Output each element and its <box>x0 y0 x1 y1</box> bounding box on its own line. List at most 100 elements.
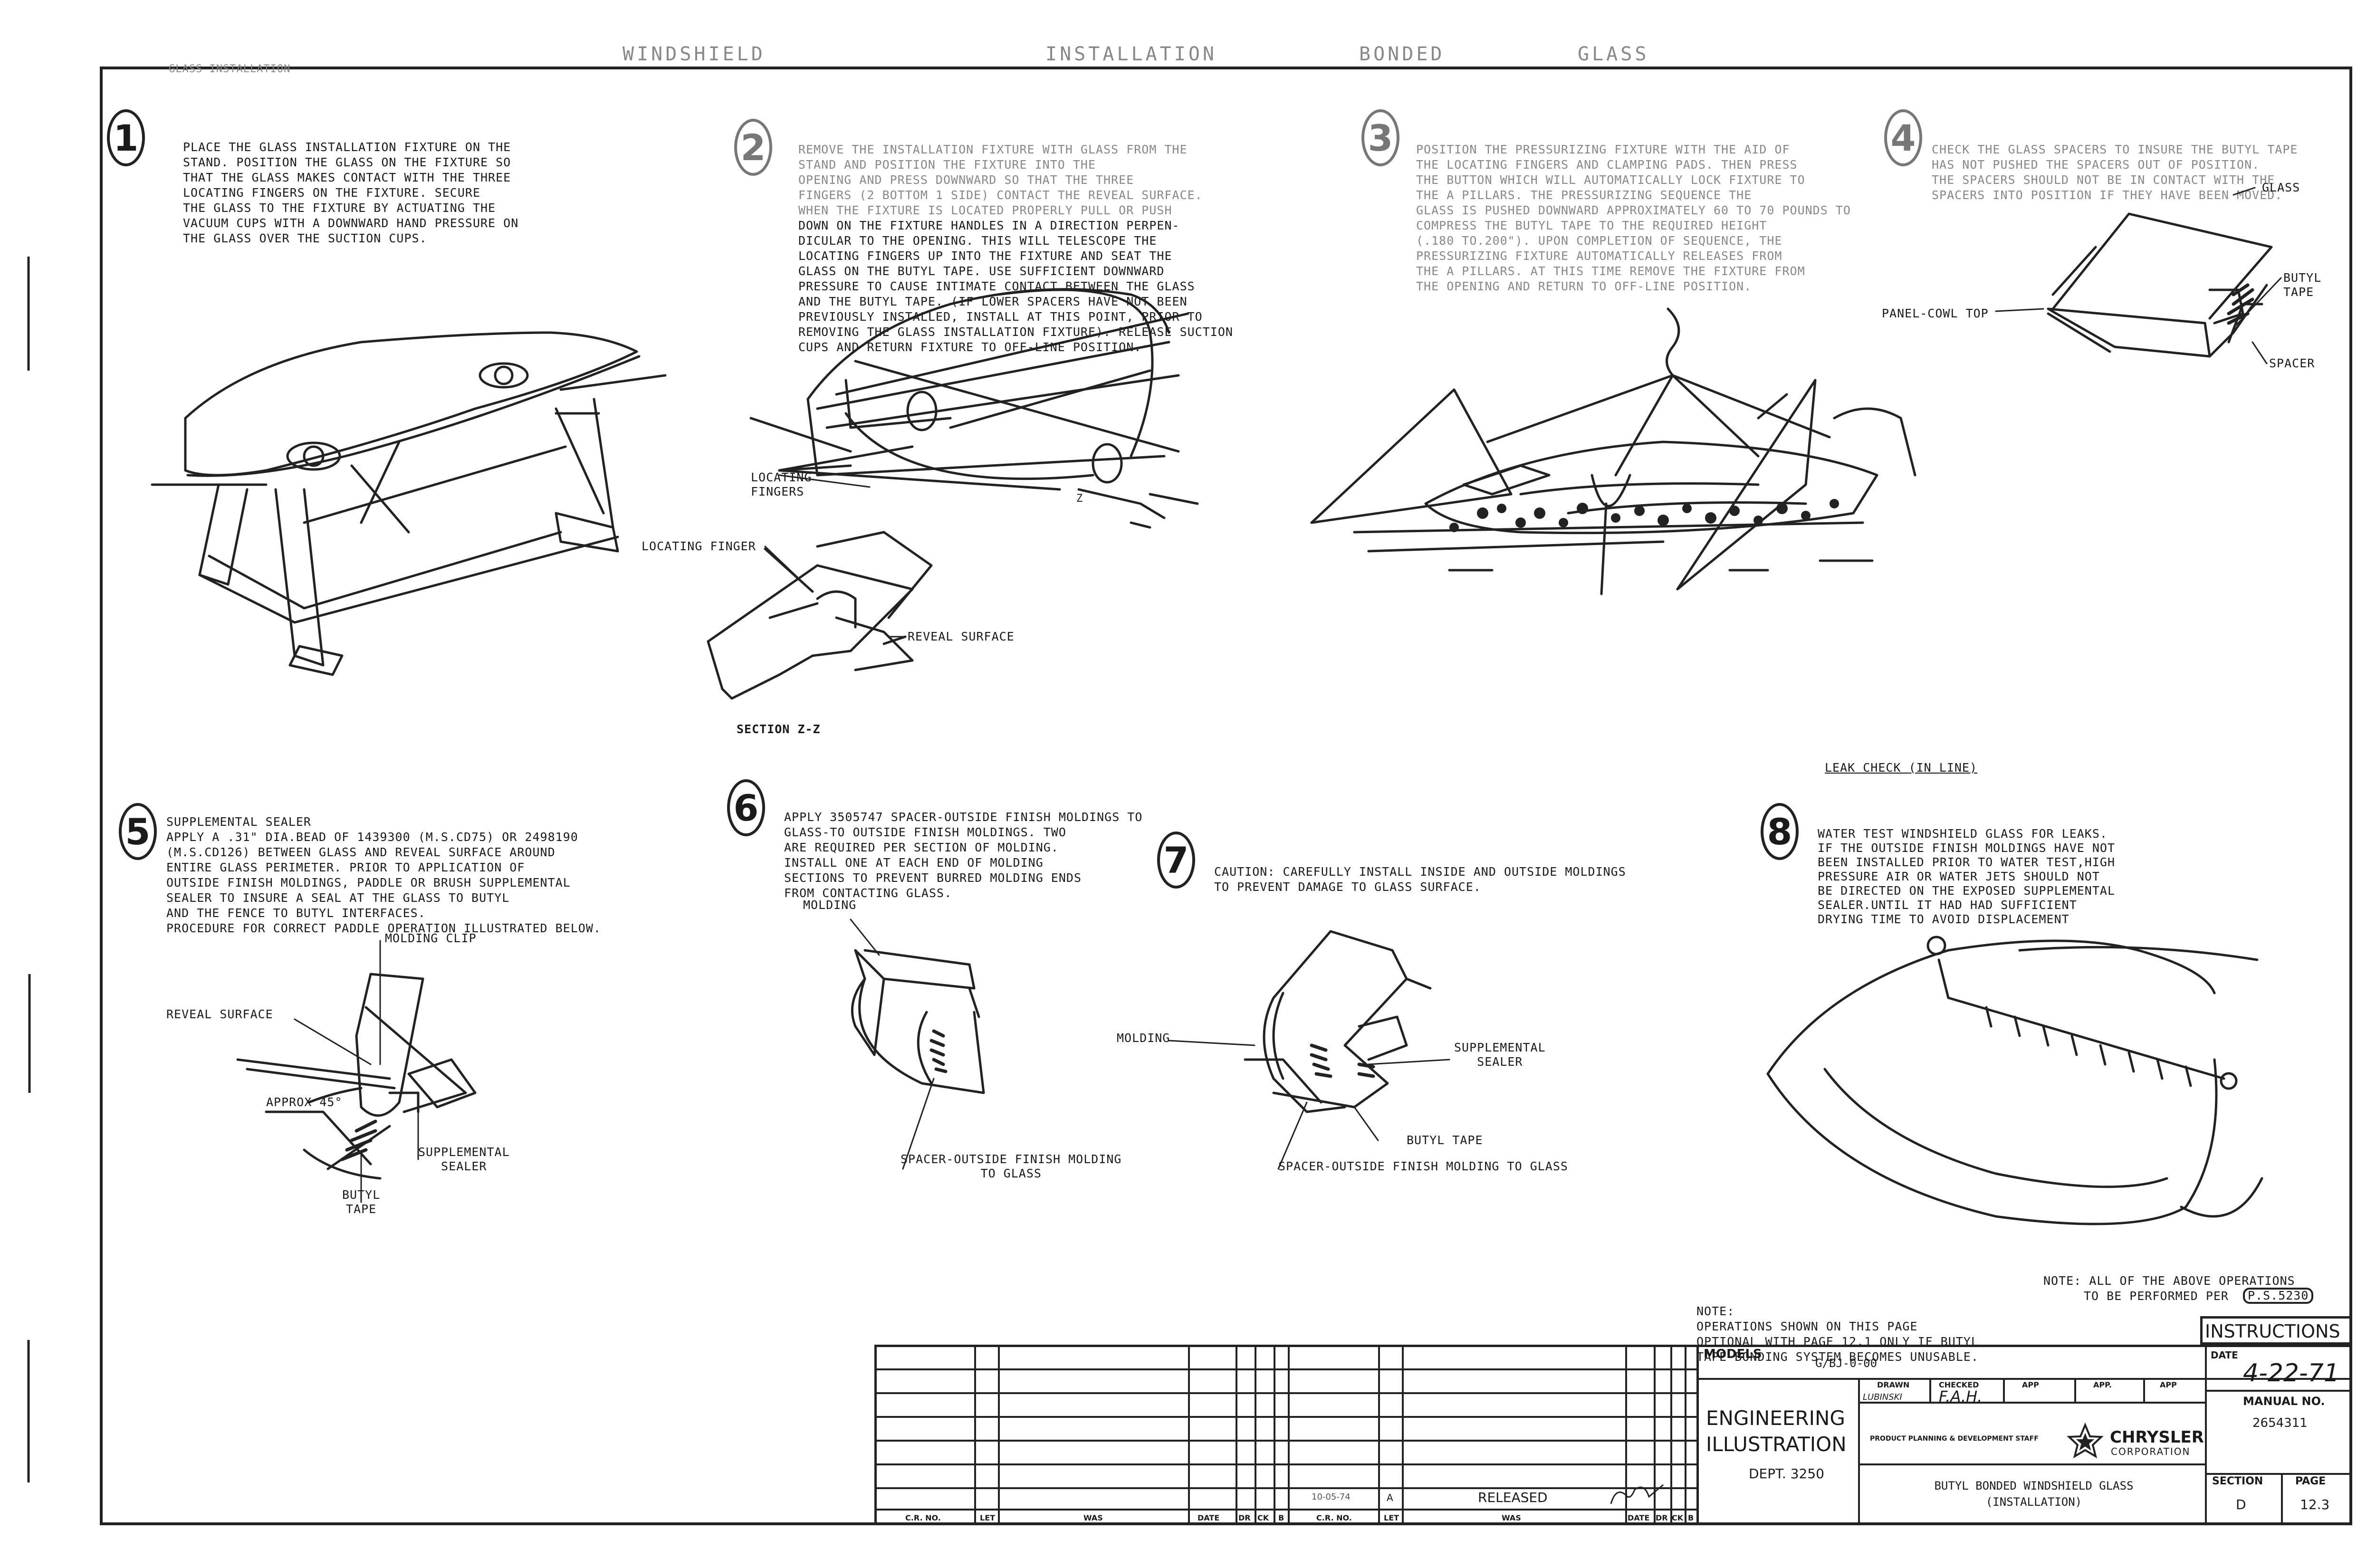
rev-header-dr: DR <box>1238 1513 1251 1522</box>
instructions-box <box>2200 1316 2352 1345</box>
step-8-number: 8 <box>1761 803 1799 860</box>
label-locating-fingers: LOCATING FINGERS <box>751 470 812 498</box>
step-8-heading: LEAK CHECK (IN LINE) <box>1825 761 1978 774</box>
step-5-number: 5 <box>119 803 157 860</box>
rev-header-let-2: LET <box>1384 1513 1399 1522</box>
rev-header-let: LET <box>980 1513 996 1522</box>
label-molding-clip: MOLDING CLIP <box>385 931 477 945</box>
models-label: MODELS <box>1704 1347 1762 1361</box>
label-supplemental-sealer-5: SUPPLEMENTAL SEALER <box>418 1145 510 1173</box>
spacer-hatch-6 <box>929 1029 948 1073</box>
step-3-text: POSITION THE PRESSURIZING FIXTURE WITH T… <box>1416 143 1851 293</box>
section-value: D <box>2236 1497 2246 1512</box>
step-4-number: 4 <box>1884 109 1922 166</box>
rev-entry-let: A <box>1387 1492 1393 1503</box>
spacer-check-illustration <box>2047 212 2273 358</box>
checked-label: CHECKED <box>1939 1380 1979 1389</box>
label-spacer: SPACER <box>2269 356 2315 370</box>
page-label: PAGE <box>2295 1475 2326 1487</box>
molding-assembly-illustration <box>1244 930 1432 1113</box>
rev-entry-status: RELEASED <box>1478 1490 1548 1505</box>
rev-header-ck-2: CK <box>1672 1513 1684 1522</box>
rev-header-dr-2: DR <box>1656 1513 1668 1522</box>
note-right-ref: P.S.5230 <box>2243 1288 2314 1304</box>
eng-line-1: ENGINEERING <box>1706 1406 1845 1430</box>
installation-fixture-illustration <box>749 288 1199 529</box>
step-2-number: 2 <box>734 119 772 176</box>
section-zz-illustration <box>707 531 933 700</box>
company-sub: CORPORATION <box>2111 1446 2191 1457</box>
section-label: SECTION <box>2212 1475 2263 1487</box>
step-8-text: WATER TEST WINDSHIELD GLASS FOR LEAKS.IF… <box>1818 827 2115 926</box>
models-value: G/BJ-0-00 <box>1815 1357 1878 1370</box>
doc-label: GLASS INSTALLATION <box>169 63 291 75</box>
rev-entry-date: 10-05-74 <box>1312 1492 1351 1502</box>
step-6-text: APPLY 3505747 SPACER-OUTSIDE FINISH MOLD… <box>784 810 1143 900</box>
leader-lines-step-5 <box>294 940 419 1203</box>
label-spacer-6: SPACER-OUTSIDE FINISH MOLDING TO GLASS <box>901 1152 1122 1180</box>
rev-header-b: B <box>1278 1513 1284 1522</box>
label-reveal-surface-zz: REVEAL SURFACE <box>908 630 1015 643</box>
step-7-text: CAUTION: CAREFULLY INSTALL INSIDE AND OU… <box>1214 865 1626 894</box>
label-reveal-surface-5: REVEAL SURFACE <box>166 1007 273 1021</box>
step-4-text: CHECK THE GLASS SPACERS TO INSURE THE BU… <box>1932 143 2298 202</box>
label-butyl-tape-4: BUTYL TAPE <box>2283 271 2322 299</box>
rev-header-crno: C.R. NO. <box>905 1513 941 1522</box>
rev-header-was-2: WAS <box>1502 1513 1521 1522</box>
step-6-number: 6 <box>727 779 765 836</box>
manual-label: MANUAL NO. <box>2243 1395 2325 1408</box>
molding-illustration <box>851 949 985 1094</box>
instructions-label: INSTRUCTIONS <box>2205 1321 2340 1342</box>
faint-title-part-2: INSTALLATION <box>1045 43 1217 65</box>
app-label-1: APP <box>2022 1380 2039 1389</box>
label-section-zz: SECTION Z-Z <box>737 722 821 736</box>
app-label-2: APP. <box>2093 1380 2112 1389</box>
company-name: CHRYSLER <box>2110 1428 2204 1447</box>
faint-title-part-1: WINDSHIELD <box>623 43 766 65</box>
rev-header-crno-2: C.R. NO. <box>1316 1513 1352 1522</box>
rev-header-b-2: B <box>1688 1513 1694 1522</box>
label-panel-cowl-top: PANEL-COWL TOP <box>1882 306 1989 320</box>
label-locating-finger: LOCATING FINGER <box>642 539 756 553</box>
sealer-hatch <box>340 1119 377 1161</box>
faint-title-part-3: BONDED <box>1359 43 1445 65</box>
drawn-label: DRAWN <box>1877 1380 1910 1389</box>
eng-line-2: ILLUSTRATION <box>1706 1433 1847 1456</box>
step-1-text: PLACE THE GLASS INSTALLATION FIXTURE ON … <box>183 140 519 245</box>
label-butyl-tape-5: BUTYL TAPE <box>342 1188 381 1216</box>
label-z: Z <box>1076 493 1083 505</box>
label-supplemental-sealer-7: SUPPLEMENTAL SEALER <box>1454 1041 1546 1069</box>
rev-header-date: DATE <box>1198 1513 1220 1522</box>
staff-label: PRODUCT PLANNING & DEVELOPMENT STAFF <box>1870 1435 2039 1443</box>
drawing-title: BUTYL BONDED WINDSHIELD GLASS(INSTALLATI… <box>1934 1479 2134 1509</box>
label-spacer-7: SPACER-OUTSIDE FINISH MOLDING TO GLASS <box>1278 1159 1568 1173</box>
faint-title-part-4: GLASS <box>1578 43 1649 65</box>
rev-header-ck: CK <box>1257 1513 1269 1522</box>
step-3-number: 3 <box>1361 109 1399 166</box>
label-molding-6: MOLDING <box>803 898 857 912</box>
manual-value: 2654311 <box>2252 1416 2308 1430</box>
page-value: 12.3 <box>2300 1497 2330 1512</box>
leader-lines-row-1 <box>764 187 2282 638</box>
rev-header-date-2: DATE <box>1628 1513 1650 1522</box>
date-value: 4-22-71 <box>2243 1359 2339 1387</box>
step-1-number: 1 <box>107 109 145 166</box>
label-butyl-tape-7: BUTYL TAPE <box>1407 1133 1483 1147</box>
rev-header-was: WAS <box>1083 1513 1103 1522</box>
note-right-2: TO BE PERFORMED PER <box>2084 1289 2229 1303</box>
label-approx-angle: APPROX 45° <box>266 1095 343 1109</box>
supplemental-sealer-illustration <box>236 973 477 1180</box>
water-test-illustration <box>1766 936 2263 1225</box>
note-right-1: NOTE: ALL OF THE ABOVE OPERATIONS <box>2043 1274 2295 1288</box>
label-glass: GLASS <box>2262 181 2300 194</box>
dept: DEPT. 3250 <box>1749 1466 1824 1482</box>
checked-value: F.A.H. <box>1939 1387 1983 1405</box>
step-7-number: 7 <box>1157 832 1195 889</box>
pressurizing-fixture-illustration <box>1310 307 1916 595</box>
revision-table <box>874 1345 1699 1525</box>
app-label-3: APP <box>2160 1380 2177 1389</box>
